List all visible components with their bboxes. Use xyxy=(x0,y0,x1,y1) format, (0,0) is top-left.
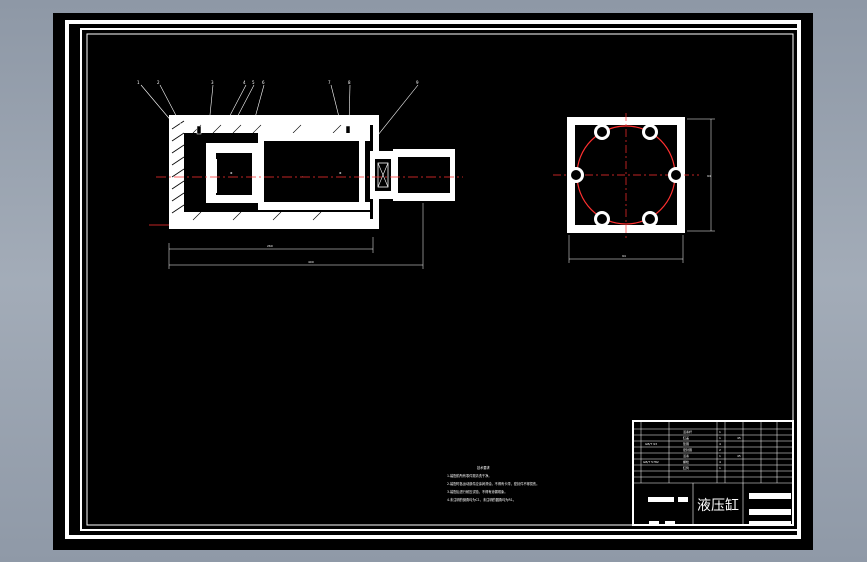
bom-code: GB/T 93 xyxy=(645,442,657,446)
engineering-drawing: Φ Φ · 1 2 3 4 5 6 7 8 9 260 400 xyxy=(65,20,801,539)
part-label-3: 3 xyxy=(211,80,214,85)
svg-text:Φ: Φ xyxy=(339,171,342,175)
end-cap-left xyxy=(172,121,184,223)
title-field xyxy=(665,521,675,526)
bom-name: 螺栓 xyxy=(683,459,689,464)
note-line: 3.装配后进行耐压试验，不得有渗漏现象。 xyxy=(447,489,507,494)
dim-overall-length: 400 xyxy=(308,260,314,264)
title-field xyxy=(749,493,791,499)
note-line: 1.装配前所有零件需清洗干净。 xyxy=(447,473,491,478)
dimensions-front xyxy=(168,203,424,269)
title-field xyxy=(749,521,791,525)
drawing-title: 液压缸 xyxy=(697,497,739,514)
seal-right-top xyxy=(345,125,351,135)
part-label-4: 4 xyxy=(243,80,246,85)
svg-text:Φ: Φ xyxy=(230,171,233,175)
title-field xyxy=(648,497,674,502)
dim-side-height: 94 xyxy=(707,174,711,178)
notes-heading: 技术要求 xyxy=(477,465,491,470)
note-line: 4.未注明的倒角均为C1，未注明的圆角均为R1。 xyxy=(447,497,516,502)
title-field xyxy=(749,509,791,515)
bom-name: 活塞 xyxy=(683,453,689,458)
svg-text:·: · xyxy=(302,174,303,178)
part-label-5: 5 xyxy=(252,80,255,85)
piston-rod-bottom xyxy=(258,202,370,210)
bom-qty: 1 xyxy=(719,466,721,470)
bom-note: 45 xyxy=(737,454,741,458)
bom-qty: 4 xyxy=(719,460,721,464)
piston-rod-top xyxy=(258,133,370,141)
bom-qty: 1 xyxy=(719,430,721,434)
bom-name: 活塞杆 xyxy=(683,429,692,434)
technical-notes: 技术要求 1.装配前所有零件需清洗干净。 2.装配时各运动部件应涂润滑油，不得有… xyxy=(447,465,539,502)
bom-qty: 1 xyxy=(719,454,721,458)
cad-viewport[interactable]: Φ Φ · 1 2 3 4 5 6 7 8 9 260 400 xyxy=(53,13,813,550)
part-label-6: 6 xyxy=(262,80,265,85)
part-label-9: 9 xyxy=(416,80,419,85)
bom-table xyxy=(633,421,793,484)
title-block: 活塞杆 1 缸盖 1 45 GB/T 93 垫圈 4 密封圈 2 活塞 1 45… xyxy=(632,420,794,526)
part-label-8: 8 xyxy=(348,80,351,85)
title-field xyxy=(649,521,659,526)
bom-qty: 2 xyxy=(719,448,721,452)
title-field xyxy=(678,497,688,502)
part-label-7: 7 xyxy=(328,80,331,85)
part-callouts xyxy=(140,84,419,136)
cylinder-section-view: Φ Φ · xyxy=(149,115,463,229)
note-line: 2.装配时各运动部件应涂润滑油，不得有卡滞，密封件不得损伤。 xyxy=(447,481,539,486)
seal-left-top xyxy=(196,125,202,135)
bom-name: 缸盖 xyxy=(683,435,689,440)
bom-note: 45 xyxy=(737,436,741,440)
part-label-2: 2 xyxy=(157,80,160,85)
bom-name: 垫圈 xyxy=(683,441,689,446)
sheet-frame xyxy=(65,20,801,539)
dim-side-width: 94 xyxy=(622,254,626,258)
bom-name: 密封圈 xyxy=(683,447,692,452)
part-numbers: 1 2 3 4 5 6 7 8 9 xyxy=(137,80,419,85)
bom-name: 缸筒 xyxy=(683,465,689,470)
bom-qty: 1 xyxy=(719,436,721,440)
part-label-1: 1 xyxy=(137,80,140,85)
dim-inner-length: 260 xyxy=(267,244,273,248)
flange-end-view: 94 94 xyxy=(553,113,715,263)
bom-qty: 4 xyxy=(719,442,721,446)
bom-code: GB/T 5782 xyxy=(643,460,659,464)
